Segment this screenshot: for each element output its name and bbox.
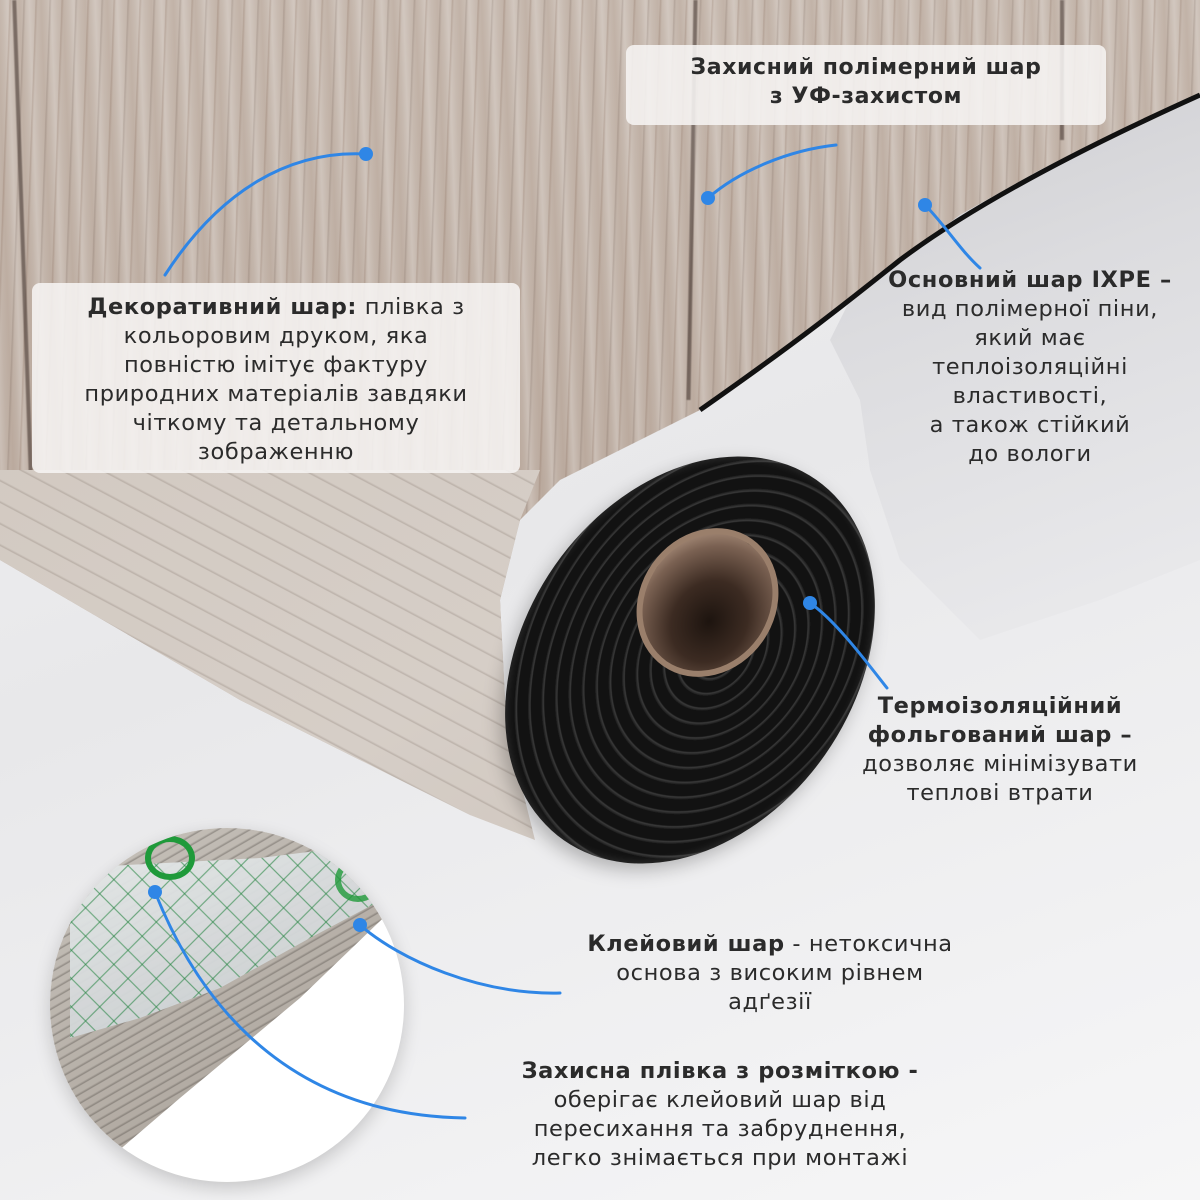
marker-dot bbox=[701, 191, 715, 205]
callout-thermo-layer: Термоізоляційний фольгований шар – дозво… bbox=[822, 692, 1178, 808]
inset-logo-mark bbox=[335, 858, 381, 902]
callout-glue-layer: Клейовий шар - нетоксична основа з висок… bbox=[540, 930, 1000, 1017]
callout-text: чіткому та детальному bbox=[132, 410, 420, 436]
callout-film-layer: Захисна плівка з розміткою - оберігає кл… bbox=[478, 1057, 962, 1173]
callout-text: теплові втрати bbox=[906, 780, 1094, 806]
callout-text: кольоровим друком, яка bbox=[123, 323, 429, 349]
callout-title: Захисний полімерний шар bbox=[690, 55, 1042, 80]
callout-text: зображенню bbox=[197, 439, 355, 465]
callout-text: а також стійкий bbox=[929, 412, 1131, 438]
callout-text: природних матеріалів завдяки bbox=[84, 381, 468, 407]
marker-dot bbox=[359, 147, 373, 161]
callout-bold: Декоративний шар: bbox=[87, 294, 357, 320]
inset-detail-circle bbox=[50, 828, 404, 1182]
callout-bold: Захисна плівка з розміткою - bbox=[521, 1058, 919, 1084]
callout-text: плівка з bbox=[357, 294, 465, 320]
marker-dot bbox=[353, 918, 367, 932]
callout-text: адґезії bbox=[728, 989, 812, 1015]
callout-text: оберігає клейовий шар від bbox=[553, 1087, 887, 1113]
marker-dot bbox=[918, 198, 932, 212]
callout-ixpe-layer: Основний шар IXPE – вид полімерної піни,… bbox=[862, 266, 1198, 469]
connector-uv bbox=[706, 143, 838, 200]
marker-dot bbox=[803, 596, 817, 610]
marker-dot bbox=[148, 885, 162, 899]
connector-glue bbox=[358, 923, 562, 995]
callout-text: дозволяє мінімізувати bbox=[862, 751, 1138, 777]
callout-text: основа з високим рівнем bbox=[616, 960, 924, 986]
callout-text: до вологи bbox=[968, 441, 1092, 467]
callout-uv-layer: Захисний полімерний шар з УФ-захистом bbox=[626, 45, 1106, 125]
connector-film bbox=[153, 890, 467, 1120]
inset-logo-mark bbox=[145, 836, 195, 880]
callout-text: теплоізоляційні bbox=[932, 354, 1128, 380]
callout-bold: Термоізоляційний bbox=[877, 693, 1123, 719]
callout-bold: фольгований шар – bbox=[867, 722, 1133, 748]
callout-bold: Клейовий шар bbox=[587, 931, 785, 957]
connector-decor bbox=[163, 152, 368, 277]
callout-title-line2: з УФ-захистом bbox=[769, 84, 963, 109]
callout-decor-layer: Декоративний шар: плівка з кольоровим др… bbox=[32, 283, 520, 473]
callout-text: який має bbox=[974, 325, 1086, 351]
callout-text: - нетоксична bbox=[784, 931, 953, 957]
callout-text: вид полімерної піни, bbox=[901, 296, 1159, 322]
callout-text: повністю імітує фактуру bbox=[123, 352, 429, 378]
connector-thermo bbox=[808, 601, 889, 690]
connector-ixpe bbox=[923, 203, 982, 270]
callout-text: легко знімається при монтажі bbox=[531, 1145, 909, 1171]
callout-bold: Основний шар IXPE – bbox=[888, 267, 1172, 293]
callout-text: властивості, bbox=[952, 383, 1108, 409]
callout-text: пересихання та забруднення, bbox=[533, 1116, 907, 1142]
